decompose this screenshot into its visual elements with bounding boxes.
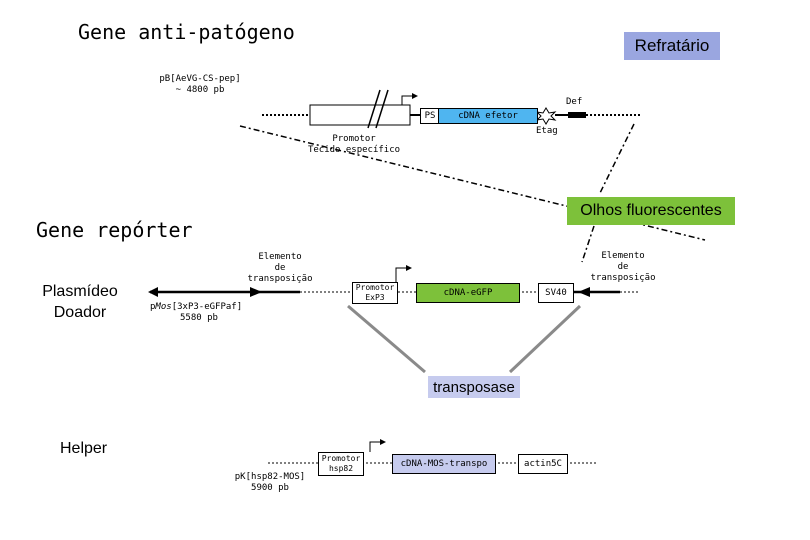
top-construct-name-line1: pB[AeVG-CS-pep] <box>159 74 241 84</box>
helper-promotor-line1: Promotor <box>321 454 361 463</box>
zoom-line-left <box>239 125 706 241</box>
donor-name-italic: Mos <box>155 302 172 312</box>
helper-promotor-box: Promotor hsp82 <box>318 452 364 476</box>
cdna-mos-box: cDNA-MOS-transpo <box>392 454 496 474</box>
donor-name-suffix: [3xP3-eGFPaf] <box>171 302 243 312</box>
donor-construct-name: pMos[3xP3-eGFPaf] 5580 pb <box>150 302 242 324</box>
cdna-egfp-box: cDNA-eGFP <box>416 283 520 303</box>
ps-box: PS <box>420 108 440 124</box>
helper-name-line1: pK[hsp82-MOS] <box>234 472 306 482</box>
helper-promotor-line2: hsp82 <box>328 464 354 473</box>
badge-refratario: Refratário <box>624 32 720 60</box>
def-bar <box>568 112 586 118</box>
label-plasmid-donor: Plasmídeo Doador <box>42 283 118 321</box>
donor-size: 5580 pb <box>180 313 218 323</box>
donor-name-prefix: p <box>150 302 156 312</box>
badge-transposase: transposase <box>428 376 520 398</box>
zoom-line-right-top <box>599 123 635 194</box>
heading-gene-anti: Gene anti-patógeno <box>78 20 295 44</box>
top-promotor-line1: Promotor <box>332 134 376 144</box>
donor-element-left-line1: Elemento <box>258 252 302 262</box>
top-promotor-line2: Tecido específico <box>307 145 401 155</box>
actin5c-box: actin5C <box>518 454 568 474</box>
donor-left-element-arrow <box>250 287 262 297</box>
top-promoter-box <box>309 104 411 126</box>
donor-tss-arrow <box>395 267 406 282</box>
helper-tss-arrow <box>369 441 380 452</box>
helper-construct-name: pK[hsp82-MOS] 5900 pb <box>222 472 318 494</box>
donor-element-left-line2: de <box>274 263 286 273</box>
etag-star-icon <box>535 107 557 125</box>
top-promotor-label: Promotor Tecido específico <box>304 134 404 156</box>
donor-left-arrowhead <box>148 287 158 297</box>
label-helper: Helper <box>60 440 108 457</box>
zoom-line-right-bottom <box>581 225 595 263</box>
sv40-box: SV40 <box>538 283 574 303</box>
etag-label: Etag <box>536 126 558 136</box>
helper-name-line2: 5900 pb <box>251 483 289 493</box>
top-construct-name-line2: ~ 4800 pb <box>175 85 225 95</box>
donor-element-right-line1: Elemento <box>601 251 645 261</box>
top-tss-arrow <box>401 95 412 105</box>
donor-element-right-line2: de <box>617 262 629 272</box>
top-construct-name: pB[AeVG-CS-pep] ~ 4800 pb <box>140 74 260 96</box>
donor-promotor-line1: Promotor <box>355 283 395 292</box>
top-break-mark-2 <box>375 89 389 129</box>
cdna-efetor-box: cDNA efetor <box>438 108 538 124</box>
donor-element-left-line3: transposição <box>247 274 313 284</box>
top-break-mark-1 <box>367 89 381 129</box>
transposase-line-right <box>508 304 582 374</box>
donor-element-right-line3: transposição <box>590 273 656 283</box>
donor-element-left-label: Elemento de transposição <box>240 252 320 285</box>
top-tss-arrowhead <box>412 93 418 99</box>
donor-tss-arrowhead <box>406 265 412 271</box>
def-label: Def <box>566 97 583 107</box>
transposase-line-left <box>347 304 426 374</box>
donor-promotor-box: Promotor ExP3 <box>352 282 398 304</box>
donor-promotor-line2: ExP3 <box>365 293 385 302</box>
donor-element-right-label: Elemento de transposição <box>585 251 661 284</box>
helper-tss-arrowhead <box>380 439 386 445</box>
donor-right-element-arrow <box>578 287 590 297</box>
badge-olhos-fluorescentes: Olhos fluorescentes <box>567 197 735 225</box>
heading-gene-reporter: Gene repórter <box>36 218 193 242</box>
